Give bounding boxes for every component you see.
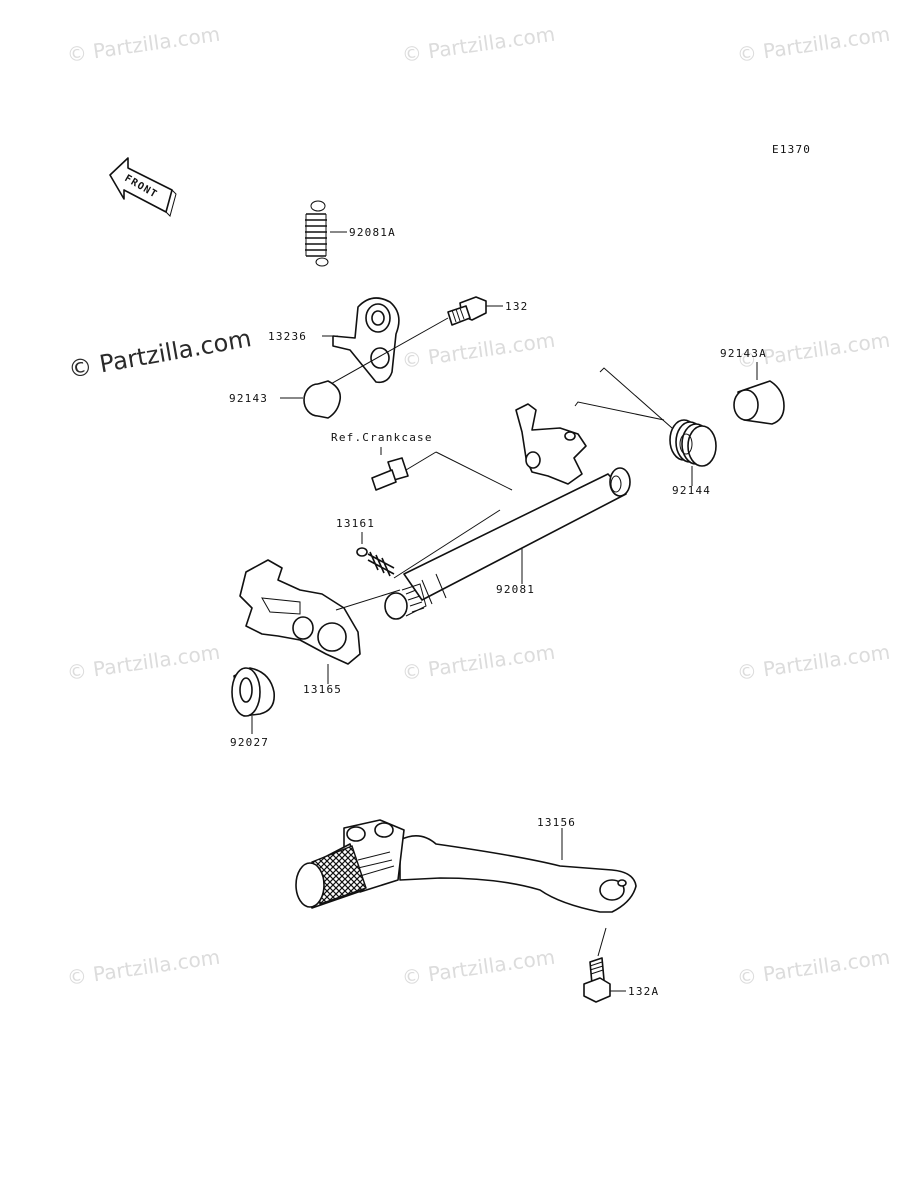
bolt-132A: 132A bbox=[583, 927, 659, 1003]
watermark: © Partzilla.com bbox=[400, 328, 556, 373]
watermark: © Partzilla.com bbox=[65, 640, 221, 685]
part-label-132A: 132A bbox=[628, 985, 659, 998]
shift-shaft-13161: 92081 bbox=[384, 403, 631, 620]
part-label-92081: 13161 bbox=[336, 517, 375, 530]
diagram-code: E1370 bbox=[772, 143, 811, 156]
part-label-92081A: 92081A bbox=[349, 226, 396, 239]
part-label-92143A: 92143A bbox=[720, 347, 767, 360]
plate-13236: 13236 bbox=[268, 297, 449, 391]
watermark: © Partzilla.com bbox=[735, 945, 891, 990]
part-label-13161: 92081 bbox=[496, 583, 535, 596]
plate-13165: 13165 bbox=[239, 559, 401, 696]
torsion-spring-92144: 92144 bbox=[574, 367, 717, 497]
watermark: © Partzilla.com bbox=[65, 22, 221, 67]
part-label-13165: 13165 bbox=[303, 683, 342, 696]
shift-pedal-13156: 13156 bbox=[295, 816, 637, 913]
watermark: © Partzilla.com bbox=[65, 945, 221, 990]
watermark: © Partzilla.com bbox=[735, 22, 891, 67]
spring-92081A: 92081A bbox=[305, 200, 396, 267]
watermark: © Partzilla.com bbox=[400, 945, 556, 990]
front-arrow-icon: FRONT bbox=[109, 157, 177, 217]
part-label-92143: 92143 bbox=[229, 392, 268, 405]
part-label-132: 132 bbox=[505, 300, 528, 313]
bolt-132: 132 bbox=[447, 296, 528, 326]
crankcase-pin: Ref.Crankcase bbox=[331, 431, 513, 491]
part-label-92027: 92027 bbox=[230, 736, 269, 749]
seal-92027: 92027 bbox=[230, 667, 276, 749]
watermark-main: © Partzilla.com bbox=[66, 324, 253, 384]
collar-92143: 92143 bbox=[229, 380, 342, 419]
spring-92081: 13161 bbox=[336, 509, 501, 579]
collar-92143A: 92143A bbox=[720, 347, 785, 425]
watermark: © Partzilla.com bbox=[400, 22, 556, 67]
reference-label: Ref.Crankcase bbox=[331, 431, 433, 444]
part-label-92144: 92144 bbox=[672, 484, 711, 497]
watermark: © Partzilla.com bbox=[735, 640, 891, 685]
part-label-13156: 13156 bbox=[537, 816, 576, 829]
part-label-13236: 13236 bbox=[268, 330, 307, 343]
watermark: © Partzilla.com bbox=[400, 640, 556, 685]
watermark-layer: © Partzilla.com © Partzilla.com © Partzi… bbox=[65, 22, 891, 990]
